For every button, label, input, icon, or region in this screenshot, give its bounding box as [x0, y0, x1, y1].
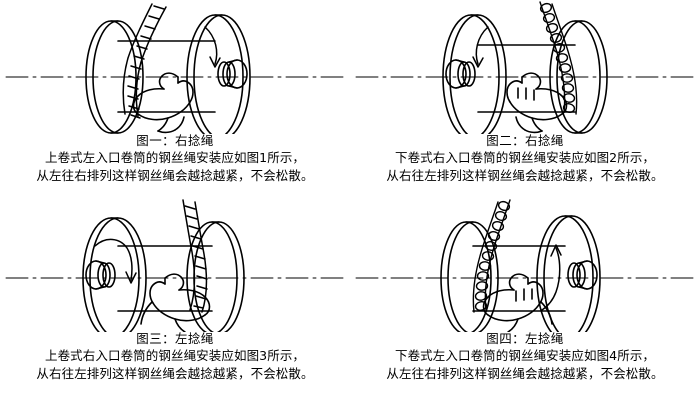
- figure-caption-2: 图二：右捻绳 下卷式右入口卷筒的钢丝绳安装应如图2所示， 从右往左排列这样钢丝绳…: [350, 132, 700, 184]
- pointing-hand-3: [140, 273, 211, 332]
- figure-text-1-line-1: 上卷式左入口卷筒的钢丝绳安装应如图1所示，: [44, 150, 306, 165]
- drum-flange-right: [549, 20, 608, 134]
- figure-panel-4: 图四：左捻绳 下卷式左入口卷筒的钢丝绳安装应如图4所示， 从左往右排列这样钢丝绳…: [350, 198, 700, 402]
- drum-flange-right: [186, 14, 251, 134]
- drum-hub-left: [445, 59, 476, 89]
- figure-text-4-line-1: 下卷式左入口卷筒的钢丝绳安装应如图4所示，: [394, 348, 656, 363]
- figure-title-1: 图一：右捻绳: [136, 133, 214, 148]
- wire-rope-coil-4: [472, 199, 511, 313]
- rotation-arrow-3: [94, 238, 137, 284]
- figure-caption-1: 图一：右捻绳 上卷式左入口卷筒的钢丝绳安装应如图1所示， 从左往右排列这样钢丝绳…: [0, 132, 350, 184]
- drum-hub-left: [85, 260, 116, 290]
- drum-flange-right: [536, 215, 601, 332]
- figure-caption-4: 图四：左捻绳 下卷式左入口卷筒的钢丝绳安装应如图4所示， 从左往右排列这样钢丝绳…: [350, 330, 700, 382]
- pointing-hand-1: [132, 72, 194, 134]
- figure-panel-2: 图二：右捻绳 下卷式右入口卷筒的钢丝绳安装应如图2所示， 从右往左排列这样钢丝绳…: [350, 0, 700, 204]
- figure-panel-3: 图三：左捻绳 上卷式右入口卷筒的钢丝绳安装应如图3所示， 从右往左排列这样钢丝绳…: [0, 198, 350, 402]
- drum-barrel: [477, 44, 576, 113]
- figure-text-4-line-2: 从左往右排列这样钢丝绳会越捻越紧，不会松散。: [386, 365, 664, 381]
- rotation-arrow-1: [204, 26, 221, 68]
- drum-flange-left: [82, 217, 147, 332]
- figure-text-2-line-2: 从右往左排列这样钢丝绳会越捻越紧，不会松散。: [386, 167, 664, 183]
- drum-hub-right: [567, 260, 598, 290]
- drum-illustration-3: [0, 198, 350, 332]
- drum-flange-left: [442, 14, 507, 134]
- figure-panel-1: 图一：右捻绳 上卷式左入口卷筒的钢丝绳安装应如图1所示， 从左往右排列这样钢丝绳…: [0, 0, 350, 204]
- wire-rope-coil-1: [122, 3, 167, 119]
- rotation-arrow-2: [472, 26, 489, 68]
- drum-barrel: [472, 245, 566, 312]
- rotation-arrow-4: [541, 244, 562, 311]
- wire-rope-coil-2: [539, 1, 578, 115]
- wire-rope-coil-3: [182, 199, 208, 313]
- figure-title-3: 图三：左捻绳: [136, 331, 214, 346]
- drum-flange-left: [440, 221, 499, 332]
- pointing-hand-2: [506, 72, 568, 134]
- figure-title-4: 图四：左捻绳: [486, 331, 564, 346]
- figure-text-3-line-1: 上卷式右入口卷筒的钢丝绳安装应如图3所示，: [44, 348, 306, 363]
- drum-illustration-4: [350, 198, 700, 332]
- drum-flange-right: [186, 221, 245, 332]
- figure-caption-3: 图三：左捻绳 上卷式右入口卷筒的钢丝绳安装应如图3所示， 从右往左排列这样钢丝绳…: [0, 330, 350, 382]
- figure-text-1-line-2: 从左往右排列这样钢丝绳会越捻越紧，不会松散。: [36, 167, 314, 183]
- figure-title-2: 图二：右捻绳: [486, 133, 564, 148]
- drum-illustration-1: [0, 0, 350, 134]
- pointing-hand-4: [482, 273, 553, 332]
- figure-text-2-line-1: 下卷式右入口卷筒的钢丝绳安装应如图2所示，: [394, 150, 656, 165]
- drum-flange-left: [85, 20, 144, 134]
- figure-text-3-line-2: 从右往左排列这样钢丝绳会越捻越紧，不会松散。: [36, 365, 314, 381]
- drum-hub-right: [217, 59, 248, 89]
- drum-illustration-2: [350, 0, 700, 134]
